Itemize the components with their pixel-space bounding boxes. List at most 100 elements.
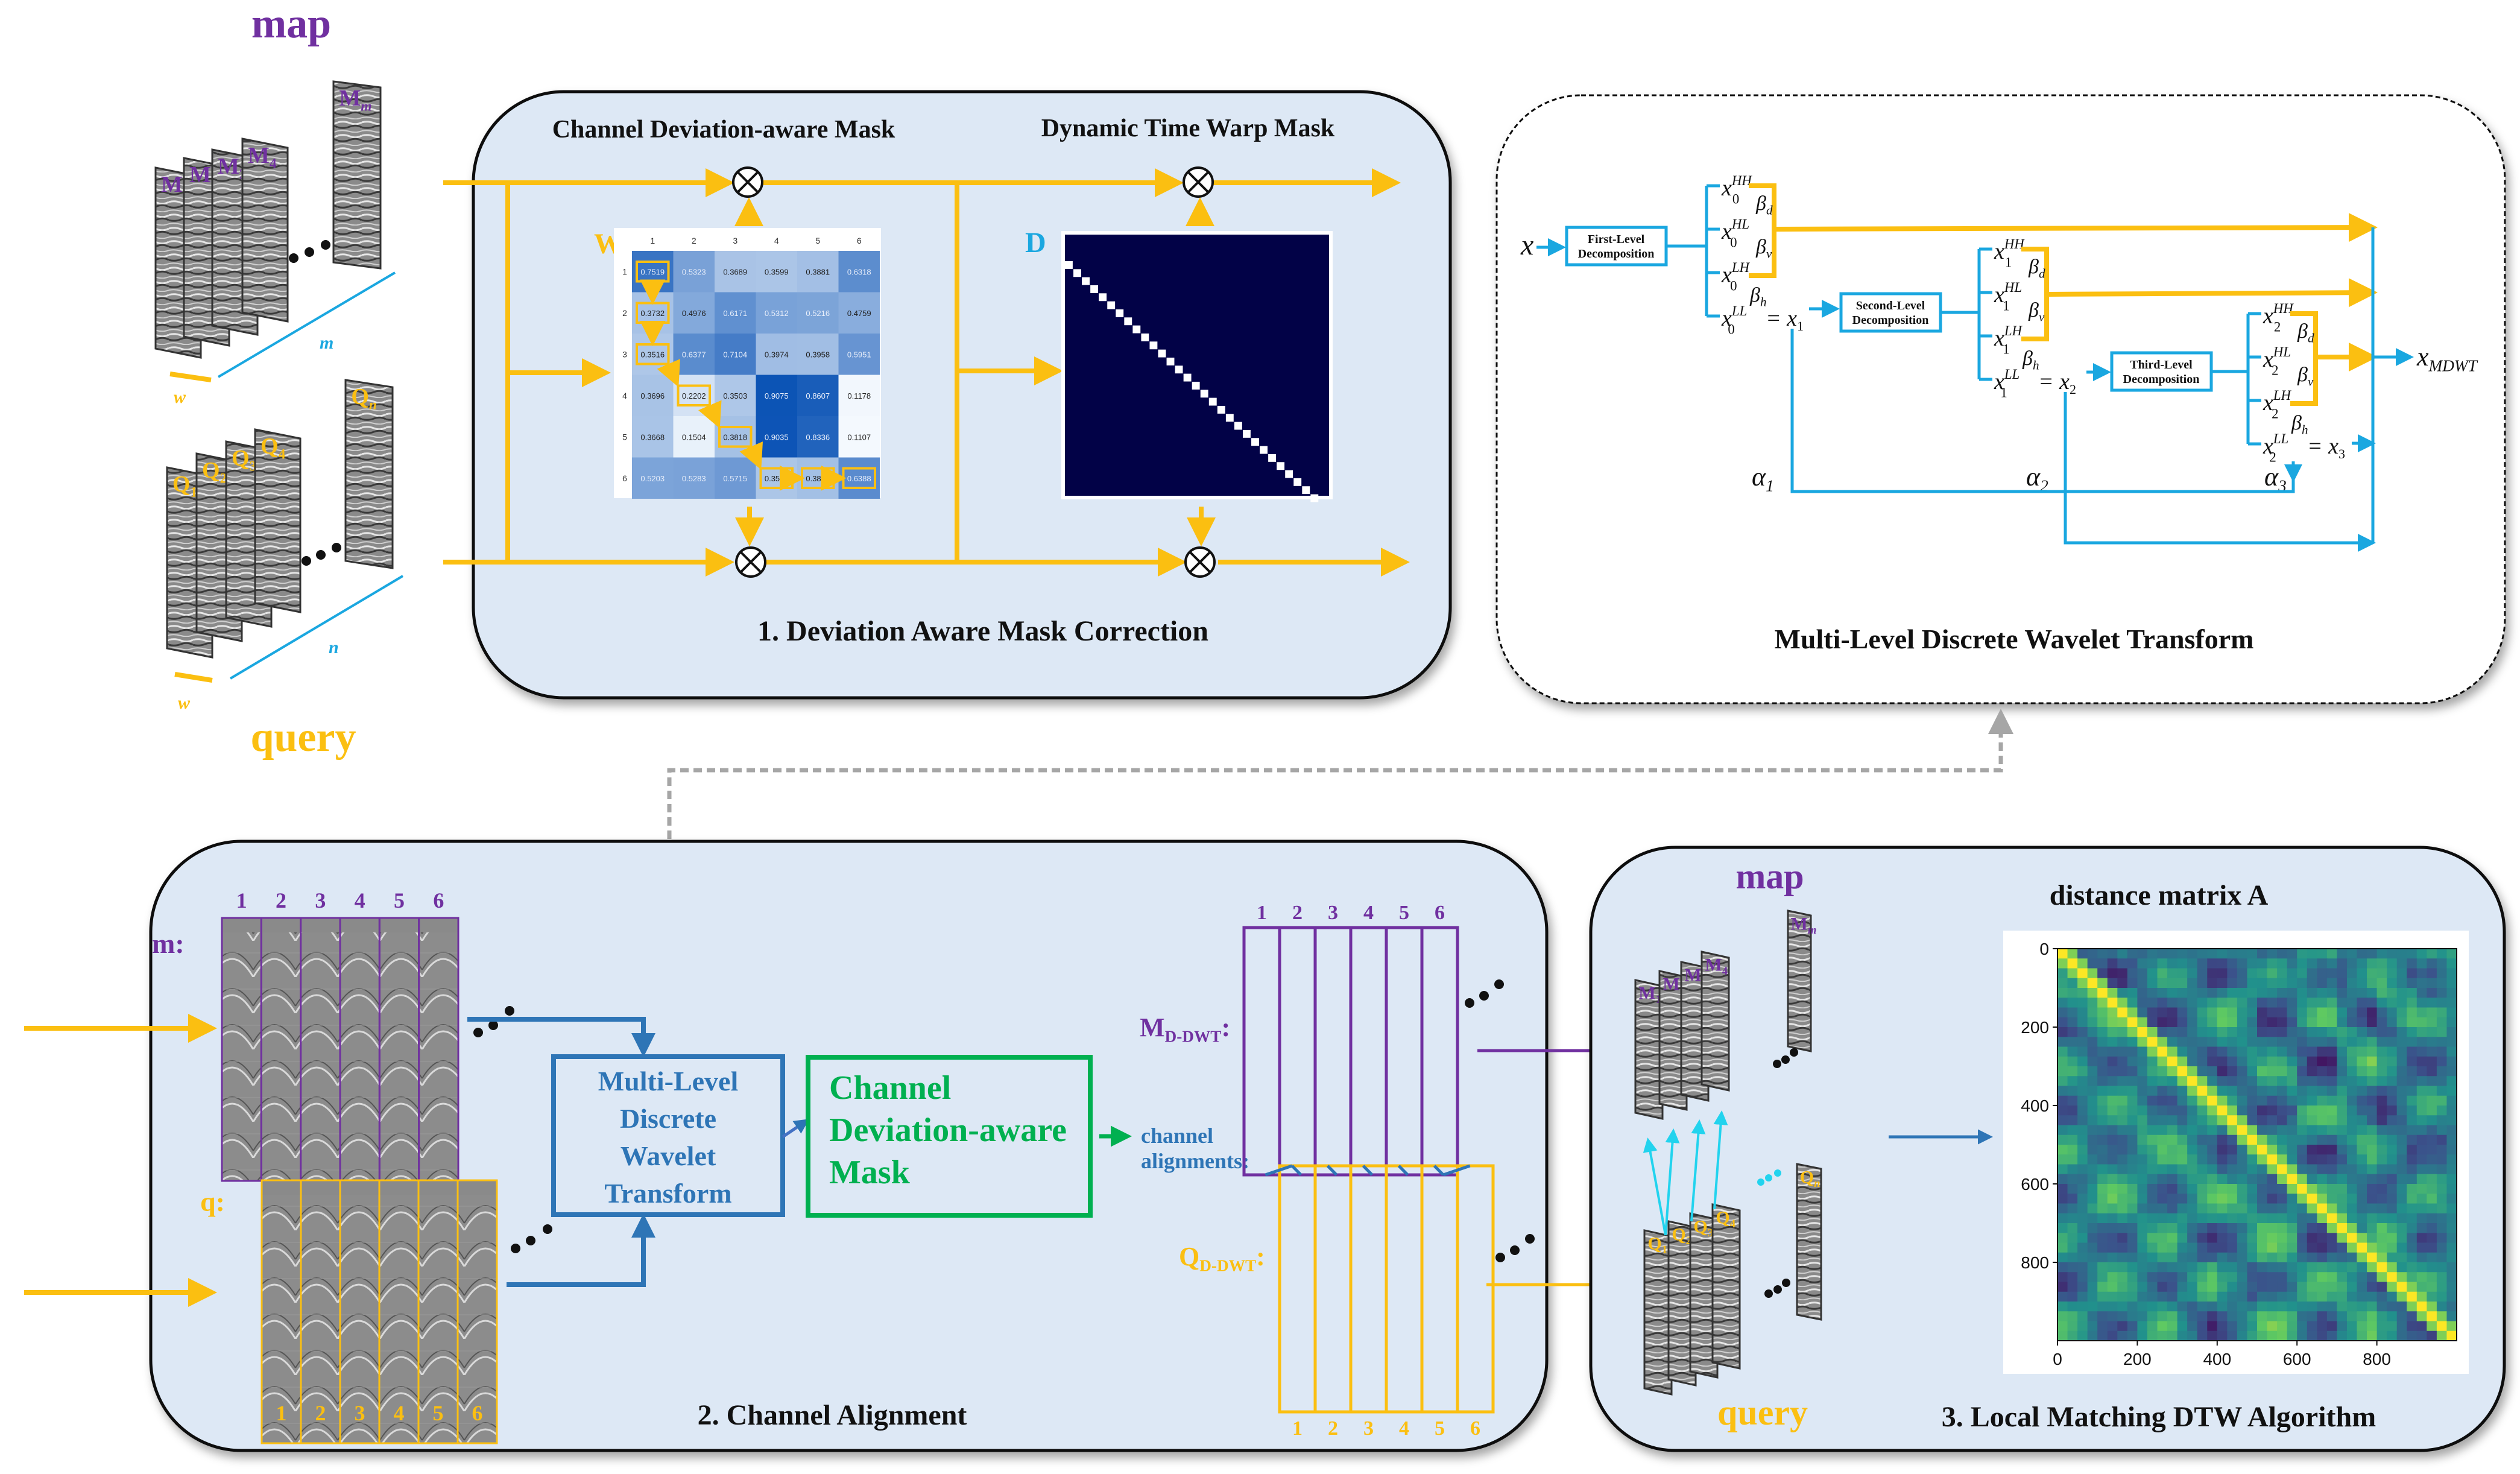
heatmap-cell [2387, 1262, 2398, 1273]
heatmap-cell [2207, 1223, 2218, 1233]
heatmap-cell [2267, 1262, 2278, 1273]
heatmap-cell [2446, 1134, 2457, 1145]
heatmap-cell [2057, 1125, 2068, 1136]
heatmap-cell [2147, 1164, 2158, 1175]
heatmap-cell [2257, 1174, 2268, 1185]
heatmap-cell [2197, 1115, 2208, 1125]
heatmap-cell [2087, 1184, 2098, 1194]
frame-label: M1 [1638, 984, 1661, 1007]
heatmap-cell [2137, 1037, 2148, 1047]
heatmap-cell [2057, 1291, 2068, 1302]
heatmap-cell [2187, 1027, 2198, 1037]
heatmap-cell [2217, 1223, 2228, 1233]
heatmap-cell [2287, 1302, 2297, 1312]
heatmap-cell [2197, 1291, 2208, 1302]
matrix-cell-value: 0.8607 [806, 391, 830, 400]
heatmap-cell [2187, 1252, 2198, 1263]
heatmap-cell [2446, 978, 2457, 988]
heatmap-cell [2257, 1046, 2268, 1057]
heatmap-cell [2157, 1046, 2168, 1057]
multiply-icon [732, 166, 763, 198]
heatmap-cell [2057, 1321, 2068, 1332]
heatmap-cell [2187, 1154, 2198, 1165]
heatmap-cell [2217, 978, 2228, 988]
heatmap-cell [2127, 1203, 2138, 1214]
heatmap-cell [2247, 1330, 2258, 1341]
heatmap-cell [2407, 1311, 2417, 1321]
gpr-frame-image [254, 428, 302, 613]
heatmap-cell [2237, 1037, 2247, 1047]
heatmap-cell [2357, 1213, 2367, 1224]
heatmap-cell [2207, 1233, 2218, 1243]
heatmap-cell [2436, 1174, 2447, 1185]
heatmap-cell [2077, 1106, 2088, 1116]
heatmap-cell [2077, 1252, 2088, 1263]
heatmap-cell [2326, 1106, 2337, 1116]
heatmap-cell [2247, 1321, 2258, 1332]
heatmap-cell [2217, 1154, 2228, 1165]
ellipsis-icon [289, 240, 330, 263]
heatmap-cell [2317, 1017, 2328, 1028]
heatmap-cell [2137, 1223, 2148, 1233]
mdwt-to-cdm-arrow [782, 1119, 810, 1139]
heatmap-cell [2346, 1037, 2357, 1047]
heatmap-cell [2087, 1115, 2098, 1125]
heatmap-cell [2446, 1302, 2457, 1312]
heatmap-cell [2107, 1076, 2118, 1086]
heatmap-cell [2317, 1291, 2328, 1302]
heatmap-cell [2217, 1262, 2228, 1273]
heatmap-cell [2127, 1242, 2138, 1253]
heatmap-cell [2097, 1282, 2108, 1292]
heatmap-cell [2396, 1194, 2407, 1204]
heatmap-cell [2187, 1086, 2198, 1096]
heatmap-cell [2137, 1282, 2148, 1292]
heatmap-cell [2346, 1262, 2357, 1273]
heatmap-cell [2157, 1066, 2168, 1077]
heatmap-cell [2317, 1233, 2328, 1243]
row-header: 5 [622, 432, 627, 441]
gpr-frame-image [1634, 979, 1664, 1120]
heatmap-cell [2137, 1164, 2148, 1175]
heatmap-cell [2267, 1184, 2278, 1194]
channel-number: 5 [1435, 1417, 1445, 1440]
heatmap-cell [2127, 1017, 2138, 1028]
heatmap-cell [2247, 988, 2258, 998]
warp-path-cell [1208, 397, 1217, 406]
heatmap-cell [2157, 1125, 2168, 1136]
heatmap-cell [2067, 949, 2078, 959]
heatmap-cell [2287, 988, 2297, 998]
heatmap-cell [2227, 1007, 2238, 1018]
heatmap-cell [2436, 1007, 2447, 1018]
heatmap-cell [2277, 1017, 2288, 1028]
alignment-link [1433, 1165, 1445, 1176]
heatmap-cell [2057, 1203, 2068, 1214]
heatmap-cell [2277, 1242, 2288, 1253]
heatmap-cell [2157, 968, 2168, 979]
heatmap-cell [2387, 1233, 2398, 1243]
heatmap-cell [2277, 1095, 2288, 1106]
ellipsis-icon [1773, 1048, 1798, 1068]
heatmap-cell [2267, 1106, 2278, 1116]
heatmap-cell [2297, 1134, 2308, 1145]
heatmap-cell [2057, 1164, 2068, 1175]
heatmap-cell [2307, 1262, 2317, 1273]
multiply-icon [1184, 546, 1216, 578]
heatmap-cell [2247, 1134, 2258, 1145]
heatmap-cell [2407, 1213, 2417, 1224]
heatmap-cell [2067, 1106, 2078, 1116]
heatmap-cell [2367, 958, 2378, 969]
heatmap-cell [2346, 1252, 2357, 1263]
heatmap-cell [2367, 1125, 2378, 1136]
heatmap-cell [2387, 1106, 2398, 1116]
query-frame: Qn [344, 379, 394, 569]
heatmap-cell [2317, 1076, 2328, 1086]
heatmap-cell [2396, 1223, 2407, 1233]
heatmap-cell [2177, 1213, 2188, 1224]
heatmap-cell [2376, 968, 2387, 979]
